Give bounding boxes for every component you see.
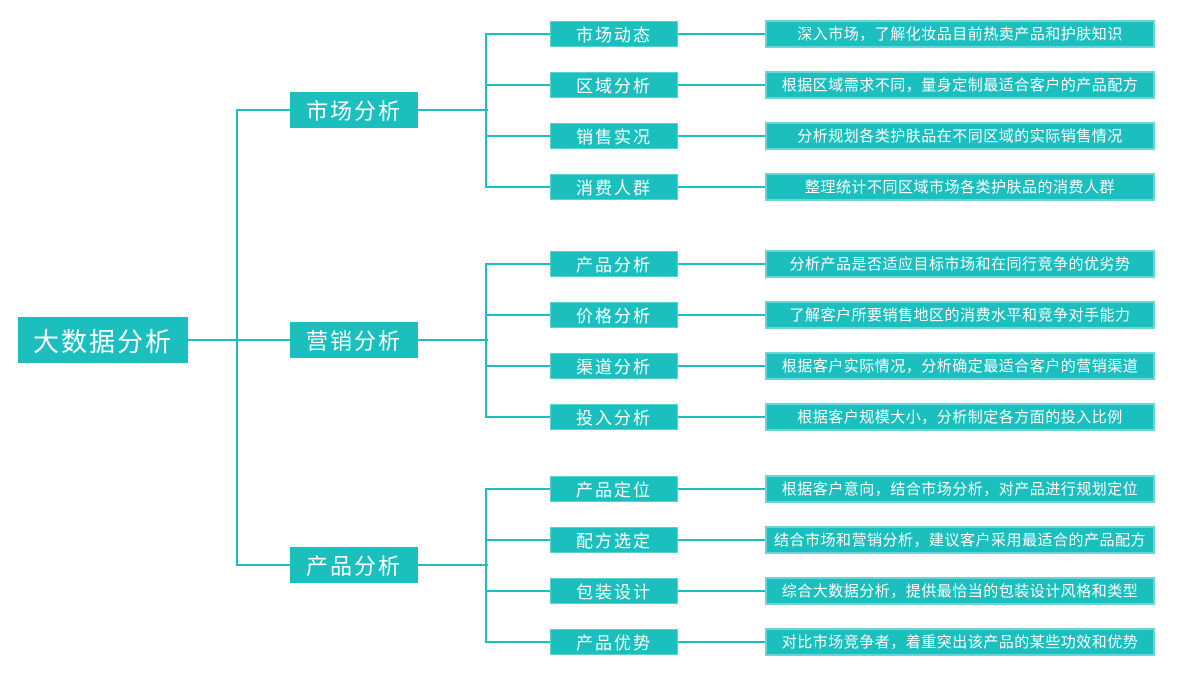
topic-node: 区域分析 bbox=[550, 71, 678, 98]
connector-line-horizontal bbox=[678, 32, 767, 35]
connector-line-vertical bbox=[485, 487, 487, 643]
root-node: 大数据分析 bbox=[18, 317, 188, 363]
connector-line-horizontal bbox=[486, 134, 552, 137]
topic-node: 产品定位 bbox=[550, 475, 678, 502]
connector-line-horizontal bbox=[486, 83, 552, 86]
description-node: 综合大数据分析，提供最恰当的包装设计风格和类型 bbox=[765, 576, 1155, 605]
connector-line-horizontal bbox=[678, 487, 767, 490]
topic-node: 配方选定 bbox=[550, 526, 678, 553]
connector-line-horizontal bbox=[678, 134, 767, 137]
topic-node: 投入分析 bbox=[550, 403, 678, 430]
branch-node-0: 市场分析 bbox=[290, 92, 418, 128]
connector-line-horizontal bbox=[678, 262, 767, 265]
branch-node-2: 产品分析 bbox=[290, 547, 418, 583]
connector-line-horizontal bbox=[188, 339, 239, 341]
connector-line-horizontal bbox=[418, 564, 488, 566]
connector-line-horizontal bbox=[418, 109, 488, 111]
description-node: 深入市场，了解化妆品目前热卖产品和护肤知识 bbox=[765, 19, 1155, 48]
description-node: 根据客户意向，结合市场分析，对产品进行规划定位 bbox=[765, 474, 1155, 503]
connector-line-horizontal bbox=[418, 339, 488, 341]
connector-line-vertical bbox=[236, 109, 238, 566]
branch-node-1: 营销分析 bbox=[290, 322, 418, 358]
topic-node: 渠道分析 bbox=[550, 352, 678, 379]
connector-line-horizontal bbox=[678, 313, 767, 316]
connector-line-horizontal bbox=[678, 640, 767, 643]
connector-line-horizontal bbox=[678, 415, 767, 418]
connector-line-horizontal bbox=[486, 32, 552, 35]
connector-line-horizontal bbox=[486, 364, 552, 367]
description-node: 根据客户规模大小，分析制定各方面的投入比例 bbox=[765, 402, 1155, 431]
connector-line-horizontal bbox=[678, 185, 767, 188]
topic-node: 价格分析 bbox=[550, 301, 678, 328]
connector-line-horizontal bbox=[486, 262, 552, 265]
connector-line-horizontal bbox=[486, 538, 552, 541]
connector-line-horizontal bbox=[486, 640, 552, 643]
description-node: 了解客户所要销售地区的消费水平和竞争对手能力 bbox=[765, 300, 1155, 329]
connector-line-horizontal bbox=[237, 339, 292, 341]
connector-line-horizontal bbox=[678, 589, 767, 592]
description-node: 根据客户实际情况，分析确定最适合客户的营销渠道 bbox=[765, 351, 1155, 380]
topic-node: 产品分析 bbox=[550, 250, 678, 277]
description-node: 根据区域需求不同，量身定制最适合客户的产品配方 bbox=[765, 70, 1155, 99]
topic-node: 市场动态 bbox=[550, 20, 678, 47]
connector-line-horizontal bbox=[486, 415, 552, 418]
description-node: 分析规划各类护肤品在不同区域的实际销售情况 bbox=[765, 121, 1155, 150]
connector-line-horizontal bbox=[486, 487, 552, 490]
topic-node: 包装设计 bbox=[550, 577, 678, 604]
description-node: 分析产品是否适应目标市场和在同行竞争的优劣势 bbox=[765, 249, 1155, 278]
connector-line-horizontal bbox=[237, 109, 292, 111]
description-node: 整理统计不同区域市场各类护肤品的消费人群 bbox=[765, 172, 1155, 201]
connector-line-vertical bbox=[485, 262, 487, 418]
connector-line-horizontal bbox=[486, 589, 552, 592]
connector-line-vertical bbox=[485, 32, 487, 188]
topic-node: 消费人群 bbox=[550, 173, 678, 200]
topic-node: 销售实况 bbox=[550, 122, 678, 149]
connector-line-horizontal bbox=[678, 538, 767, 541]
connector-line-horizontal bbox=[678, 83, 767, 86]
description-node: 对比市场竞争者，着重突出该产品的某些功效和优势 bbox=[765, 627, 1155, 656]
connector-line-horizontal bbox=[486, 185, 552, 188]
description-node: 结合市场和营销分析，建议客户采用最适合的产品配方 bbox=[765, 525, 1155, 554]
topic-node: 产品优势 bbox=[550, 628, 678, 655]
connector-line-horizontal bbox=[486, 313, 552, 316]
connector-line-horizontal bbox=[678, 364, 767, 367]
connector-line-horizontal bbox=[237, 564, 292, 566]
